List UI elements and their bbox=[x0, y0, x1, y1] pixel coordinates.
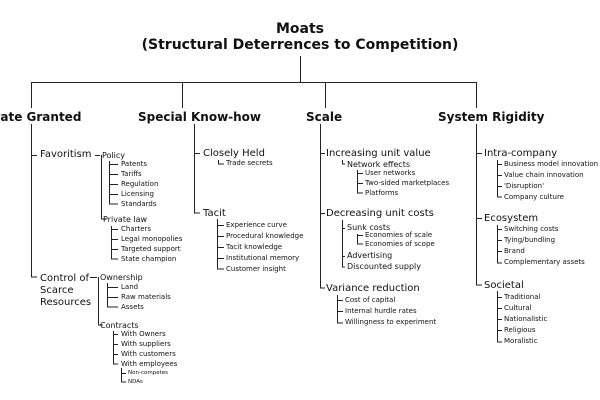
node-contracts: Contracts bbox=[100, 321, 139, 330]
leaf-platforms: Platforms bbox=[365, 189, 399, 197]
node-sunk-costs: Sunk costs bbox=[347, 223, 391, 232]
node-private-law: Private law bbox=[103, 215, 148, 224]
node-ecosystem: Ecosystem bbox=[484, 213, 539, 224]
leaf-licensing: Licensing bbox=[121, 190, 154, 198]
leaf-willingness-to-experiment: Willingness to experiment bbox=[345, 318, 437, 326]
leaf-charters: Charters bbox=[121, 225, 152, 233]
leaf-discounted-supply: Discounted supply bbox=[347, 262, 422, 271]
leaf-cost-of-capital: Cost of capital bbox=[345, 296, 396, 304]
category-special-know-how: Special Know-how bbox=[138, 110, 262, 124]
leaf-cultural: Cultural bbox=[504, 304, 532, 312]
leaf-raw-materials: Raw materials bbox=[121, 293, 171, 301]
leaf-complementary-assets: Complementary assets bbox=[504, 258, 585, 266]
leaf-trade-secrets: Trade secrets bbox=[226, 159, 273, 167]
leaf-targeted-support: Targeted support bbox=[121, 245, 181, 253]
node-ownership: Ownership bbox=[100, 273, 143, 282]
leaf-disruption: 'Disruption' bbox=[504, 182, 544, 190]
leaf-two-sided-marketplaces: Two-sided marketplaces bbox=[365, 179, 450, 187]
leaf-moralistic: Moralistic bbox=[504, 337, 538, 345]
leaf-switching-costs: Switching costs bbox=[504, 225, 559, 233]
leaf-tacit-knowledge: Tacit knowledge bbox=[226, 243, 283, 251]
leaf-experience-curve: Experience curve bbox=[226, 221, 287, 229]
leaf-user-networks: User networks bbox=[365, 169, 416, 177]
leaf-non-competes: Non-competes bbox=[128, 370, 168, 376]
leaf-customer-insight: Customer insight bbox=[226, 265, 286, 273]
leaf-with-employees: With employees bbox=[121, 360, 178, 368]
leaf-tariffs: Tariffs bbox=[121, 170, 142, 178]
leaf-traditional: Traditional bbox=[504, 293, 541, 301]
leaf-land: Land bbox=[121, 283, 139, 291]
leaf-regulation: Regulation bbox=[121, 180, 159, 188]
node-societal: Societal bbox=[484, 280, 524, 291]
leaf-institutional-memory: Institutional memory bbox=[226, 254, 300, 262]
category-state-granted: State Granted bbox=[0, 110, 82, 124]
leaf-nationalistic: Nationalistic bbox=[504, 315, 548, 323]
leaf-state-champion: State champion bbox=[121, 255, 177, 263]
leaf-tying-bundling: Tying/bundling bbox=[504, 236, 556, 244]
leaf-ndas: NDAs bbox=[128, 379, 143, 385]
category-scale: Scale bbox=[306, 110, 343, 124]
leaf-procedural-knowledge: Procedural knowledge bbox=[226, 232, 304, 240]
leaf-with-owners: With Owners bbox=[121, 330, 166, 338]
node-closely-held: Closely Held bbox=[203, 148, 265, 159]
leaf-religious: Religious bbox=[504, 326, 536, 334]
node-policy: Policy bbox=[102, 151, 126, 160]
node-increasing-unit-value: Increasing unit value bbox=[326, 148, 431, 159]
leaf-internal-hurdle-rates: Internal hurdle rates bbox=[345, 307, 417, 315]
node-decreasing-unit-costs: Decreasing unit costs bbox=[326, 208, 434, 219]
leaf-legal-monopolies: Legal monopolies bbox=[121, 235, 183, 243]
node-intra-company: Intra-company bbox=[484, 148, 558, 159]
node-control-of-scarce-resources: Control of Scarce Resources bbox=[40, 273, 92, 308]
diagram-subtitle: (Structural Deterrences to Competition) bbox=[141, 37, 459, 53]
node-tacit: Tacit bbox=[203, 208, 226, 219]
category-system-rigidity: System Rigidity bbox=[438, 110, 545, 124]
diagram-title: Moats bbox=[275, 21, 325, 37]
leaf-assets: Assets bbox=[121, 303, 144, 311]
leaf-with-customers: With customers bbox=[121, 350, 176, 358]
leaf-standards: Standards bbox=[121, 200, 157, 208]
leaf-value-chain-innovation: Value chain innovation bbox=[504, 171, 584, 179]
leaf-economies-of-scope: Economies of scope bbox=[365, 240, 435, 248]
leaf-company-culture: Company culture bbox=[504, 193, 564, 201]
node-network-effects: Network effects bbox=[347, 160, 411, 169]
leaf-with-suppliers: With suppliers bbox=[121, 340, 171, 348]
leaf-economies-of-scale: Economies of scale bbox=[365, 231, 433, 239]
node-variance-reduction: Variance reduction bbox=[326, 283, 420, 294]
leaf-business-model-innovation: Business model innovation bbox=[504, 160, 599, 168]
leaf-brand: Brand bbox=[504, 247, 525, 255]
leaf-patents: Patents bbox=[121, 160, 148, 168]
leaf-advertising: Advertising bbox=[347, 251, 393, 260]
node-favoritism: Favoritism bbox=[40, 149, 92, 160]
